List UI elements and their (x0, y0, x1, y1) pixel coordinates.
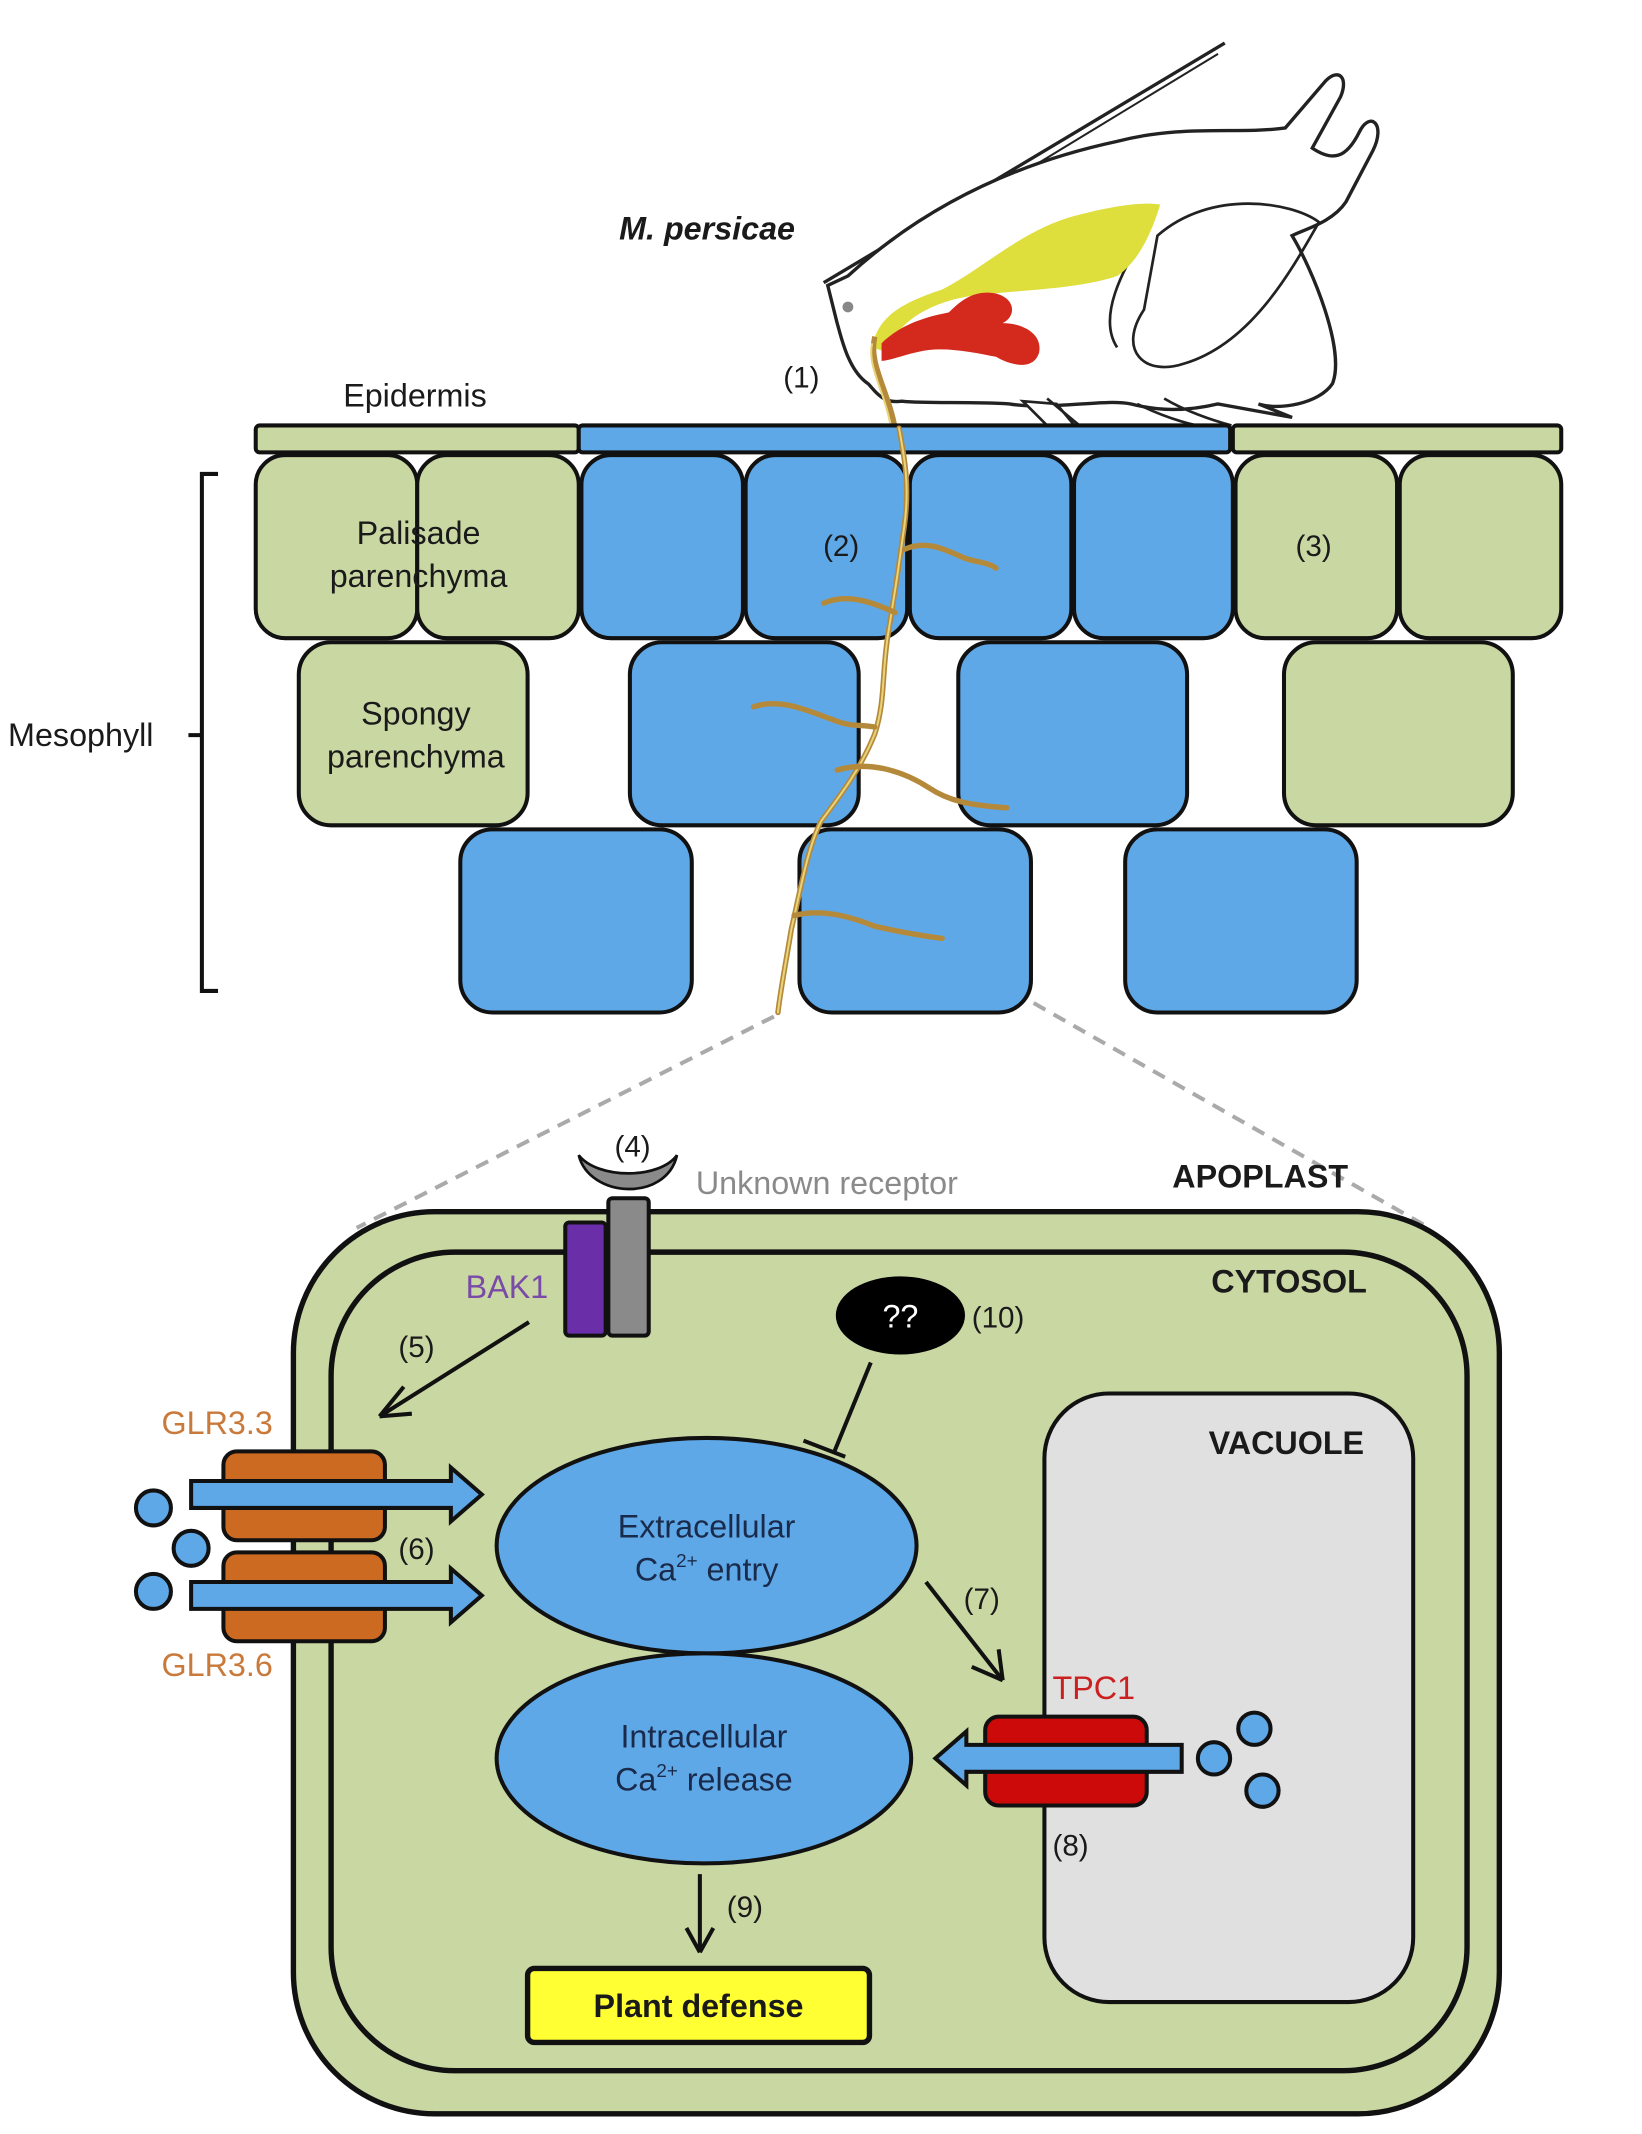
calcium-release-arrow (932, 1727, 1184, 1790)
lower-cell (1123, 827, 1359, 1015)
mesophyll-label: Mesophyll (8, 717, 153, 753)
step-5-label: (5) (398, 1331, 434, 1364)
spongy-label-line1: Spongy (361, 695, 471, 731)
epidermis-cell-left (253, 423, 581, 455)
aphid-illustration (822, 41, 1380, 430)
receptor-stem (606, 1196, 651, 1338)
palisade-cell (1397, 453, 1564, 641)
cytosol-label: CYTOSOL (1211, 1264, 1367, 1300)
palisade-cell (1072, 453, 1235, 641)
step-8-label: (8) (1052, 1829, 1088, 1862)
glr36-label: GLR3.6 (162, 1647, 273, 1683)
spongy-cell (1281, 640, 1515, 828)
extracellular-calcium-entry (494, 1435, 919, 1656)
spongy-cell (956, 640, 1190, 828)
tpc1-label: TPC1 (1052, 1670, 1135, 1706)
intracellular-label-line1: Intracellular (620, 1719, 787, 1755)
step-9-label: (9) (727, 1891, 763, 1924)
arrow-step-9 (684, 1874, 716, 1954)
palisade-row (253, 453, 1564, 641)
arrow-step-5 (377, 1320, 531, 1419)
extracellular-label-line2: Ca2+ entry (635, 1550, 779, 1587)
calcium-influx-arrow (189, 1564, 485, 1627)
zoom-guide-right (1032, 1001, 1431, 1230)
apoplast-label: APOPLAST (1172, 1158, 1348, 1194)
step-2-label: (2) (823, 530, 859, 563)
calcium-ion (133, 1488, 173, 1528)
receptor-complex (563, 1154, 679, 1338)
palisade-cell (1233, 453, 1400, 641)
lower-cell (458, 827, 694, 1015)
extracellular-label-line1: Extracellular (618, 1509, 796, 1545)
bak1-label: BAK1 (466, 1269, 549, 1305)
intracellular-calcium-release (494, 1651, 914, 1866)
receptor-label: Unknown receptor (696, 1165, 958, 1201)
step-4-label: (4) (614, 1131, 650, 1164)
receptor-cup-icon (577, 1154, 679, 1191)
aphid-stylet (870, 335, 898, 429)
stylet-pathway (751, 425, 1010, 1016)
spongy-cell (627, 640, 861, 828)
spongy-label-line2: parenchyma (327, 738, 505, 774)
epidermis-label: Epidermis (343, 378, 487, 414)
palisade-label-line2: parenchyma (330, 558, 508, 594)
calcium-ion (171, 1528, 211, 1568)
inhibition-line (802, 1361, 873, 1459)
step-1-label: (1) (783, 362, 819, 395)
unknown-inhibitor (835, 1276, 966, 1355)
calcium-ion (1195, 1740, 1233, 1777)
plant-defense-box (524, 1965, 873, 2046)
calcium-ion (1244, 1772, 1281, 1809)
zoom-guide-left (355, 1014, 775, 1230)
step-6-label: (6) (398, 1533, 434, 1566)
vacuole-label: VACUOLE (1209, 1425, 1364, 1461)
organism-label: M. persicae (619, 211, 795, 247)
palisade-cell (579, 453, 745, 641)
aphid-yellow-gland (872, 203, 1161, 353)
step-7-label: (7) (964, 1583, 1000, 1616)
vacuole (1042, 1391, 1416, 2005)
bak1-protein (563, 1220, 608, 1338)
intracellular-label-line2: Ca2+ release (615, 1760, 793, 1797)
palisade-label-line1: Palisade (357, 515, 481, 551)
arrow-step-7 (924, 1580, 1005, 1683)
spongy-row (296, 640, 1515, 828)
lower-cell (797, 827, 1033, 1015)
plant-defense-label: Plant defense (594, 1988, 804, 2024)
calcium-ion (133, 1571, 173, 1611)
glr33-label: GLR3.3 (162, 1405, 273, 1441)
aphid-red-gland (881, 292, 1040, 365)
step-3-label: (3) (1296, 530, 1332, 563)
spongy-cell (296, 640, 530, 828)
calcium-influx-arrow (189, 1463, 485, 1526)
epidermis-cell-right (1230, 423, 1564, 455)
lower-row (458, 827, 1359, 1015)
step-10-label: (10) (972, 1302, 1025, 1335)
palisade-cell (415, 453, 581, 641)
unknown-label: ?? (882, 1299, 918, 1335)
calcium-ion (1236, 1710, 1273, 1747)
mesophyll-bracket (188, 471, 219, 993)
